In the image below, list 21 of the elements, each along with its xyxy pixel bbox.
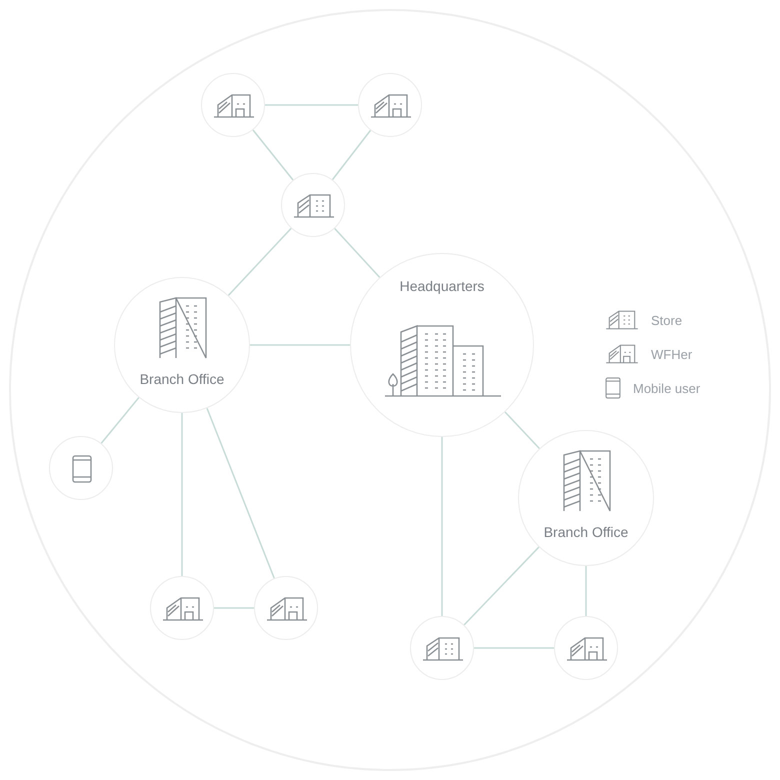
- connection-line: [585, 566, 587, 616]
- connection-line: [100, 397, 140, 444]
- connection-line: [252, 130, 294, 180]
- connection-line: [332, 130, 372, 180]
- connection-line: [265, 104, 358, 106]
- legend-label: Mobile user: [633, 380, 700, 396]
- connection-line: [464, 546, 540, 626]
- node-title: Branch Office: [138, 371, 226, 387]
- connection-line: [250, 344, 350, 346]
- connection-line: [474, 647, 554, 649]
- legend-label: WFHer: [651, 346, 692, 362]
- connection-line: [441, 437, 443, 616]
- connection-line: [206, 408, 275, 579]
- connection-line: [334, 228, 380, 278]
- connection-line: [228, 228, 292, 296]
- node-title: Branch Office: [542, 524, 630, 540]
- connection-line: [214, 607, 254, 609]
- connection-line: [504, 411, 540, 449]
- connection-line: [181, 413, 183, 576]
- node-title: Headquarters: [398, 278, 486, 294]
- legend-label: Store: [651, 312, 682, 328]
